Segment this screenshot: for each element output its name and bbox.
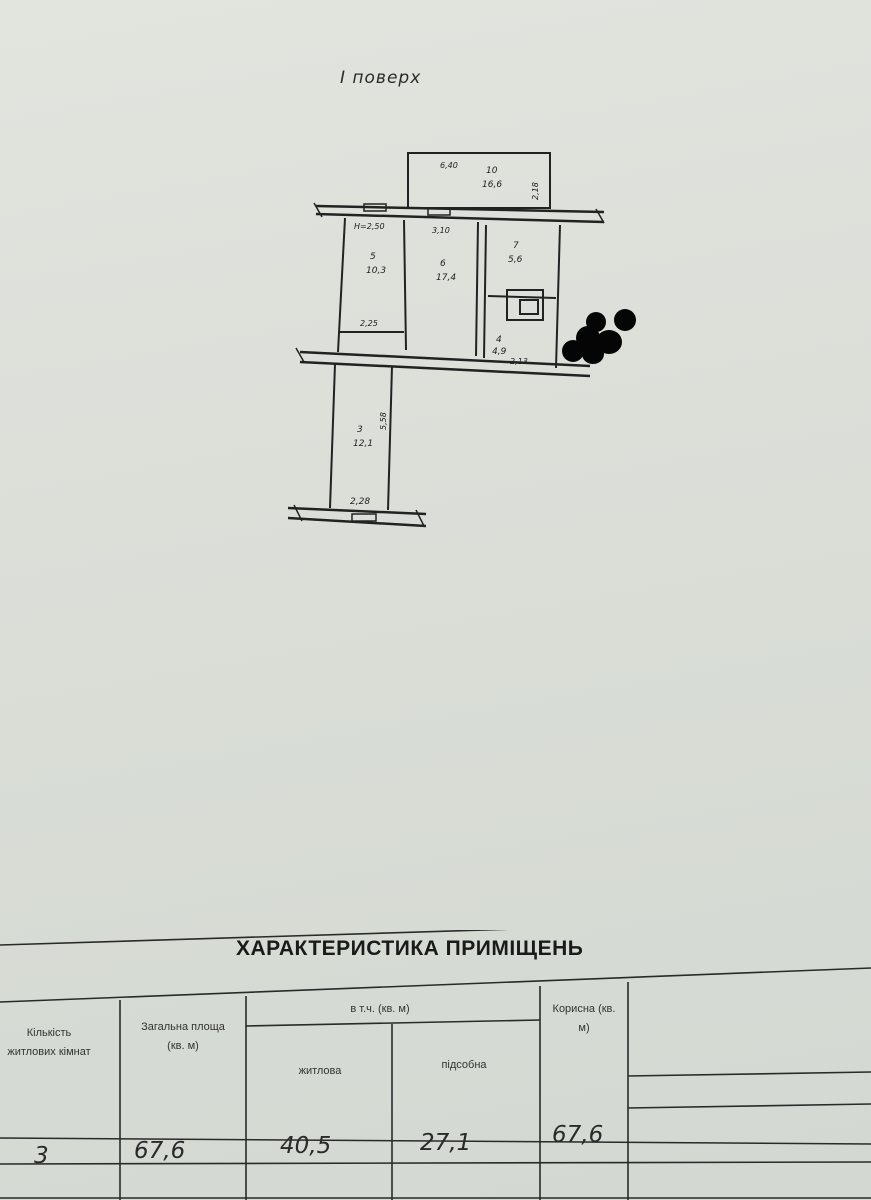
room-7-area: 5,6 <box>508 255 523 265</box>
rooms-characteristics-table <box>0 930 871 1200</box>
header-rooms-count: Кількість житлових кімнат <box>7 1027 91 1058</box>
value-total-area: 67,6 <box>134 1138 186 1164</box>
room-6-area: 17,4 <box>436 273 456 283</box>
floor-plan: 10 16,6 5 10,3 6 17,4 7 5,6 4 4,9 3 12,1… <box>287 152 605 528</box>
dim-228: 2,28 <box>350 497 370 507</box>
value-auxiliary: 27,1 <box>420 1130 472 1156</box>
room-3-number: 3 <box>357 425 363 435</box>
header-living: житлова <box>298 1065 342 1077</box>
redaction-mark <box>582 344 604 364</box>
table-title: ХАРАКТЕРИСТИКА ПРИМІЩЕНЬ <box>236 937 584 960</box>
header-total-area: Загальна площа (кв. м) <box>141 1021 225 1052</box>
dim-213: 2,13 <box>510 357 528 366</box>
room-10-area: 16,6 <box>482 180 502 190</box>
header-useful: Корисна (кв. м) <box>552 1003 616 1034</box>
room-3-area: 12,1 <box>353 439 373 449</box>
floor-label: I поверх <box>340 68 422 88</box>
room-4-number: 4 <box>496 335 502 345</box>
room-6-number: 6 <box>440 259 446 269</box>
dim-225: 2,25 <box>360 319 378 328</box>
header-including: в т.ч. (кв. м) <box>350 1003 410 1015</box>
room-5-area: 10,3 <box>366 266 386 276</box>
value-rooms-count: 3 <box>34 1143 49 1169</box>
dim-310: 3,10 <box>432 226 450 235</box>
dim-ceiling-height: Н=2,50 <box>354 222 385 231</box>
dim-558: 5,58 <box>379 412 388 430</box>
room-5-number: 5 <box>370 252 376 262</box>
header-auxiliary: підсобна <box>441 1059 487 1071</box>
balcony-outline <box>407 152 551 209</box>
dim-balcony-height: 2,18 <box>531 182 540 200</box>
room-4-area: 4,9 <box>492 347 507 357</box>
dim-balcony-width: 6,40 <box>440 161 458 170</box>
value-useful: 67,6 <box>552 1122 604 1148</box>
redaction-mark <box>562 340 584 362</box>
room-7-number: 7 <box>513 241 519 251</box>
redaction-mark <box>614 309 636 331</box>
value-living: 40,5 <box>280 1133 332 1159</box>
room-10-number: 10 <box>486 166 498 176</box>
